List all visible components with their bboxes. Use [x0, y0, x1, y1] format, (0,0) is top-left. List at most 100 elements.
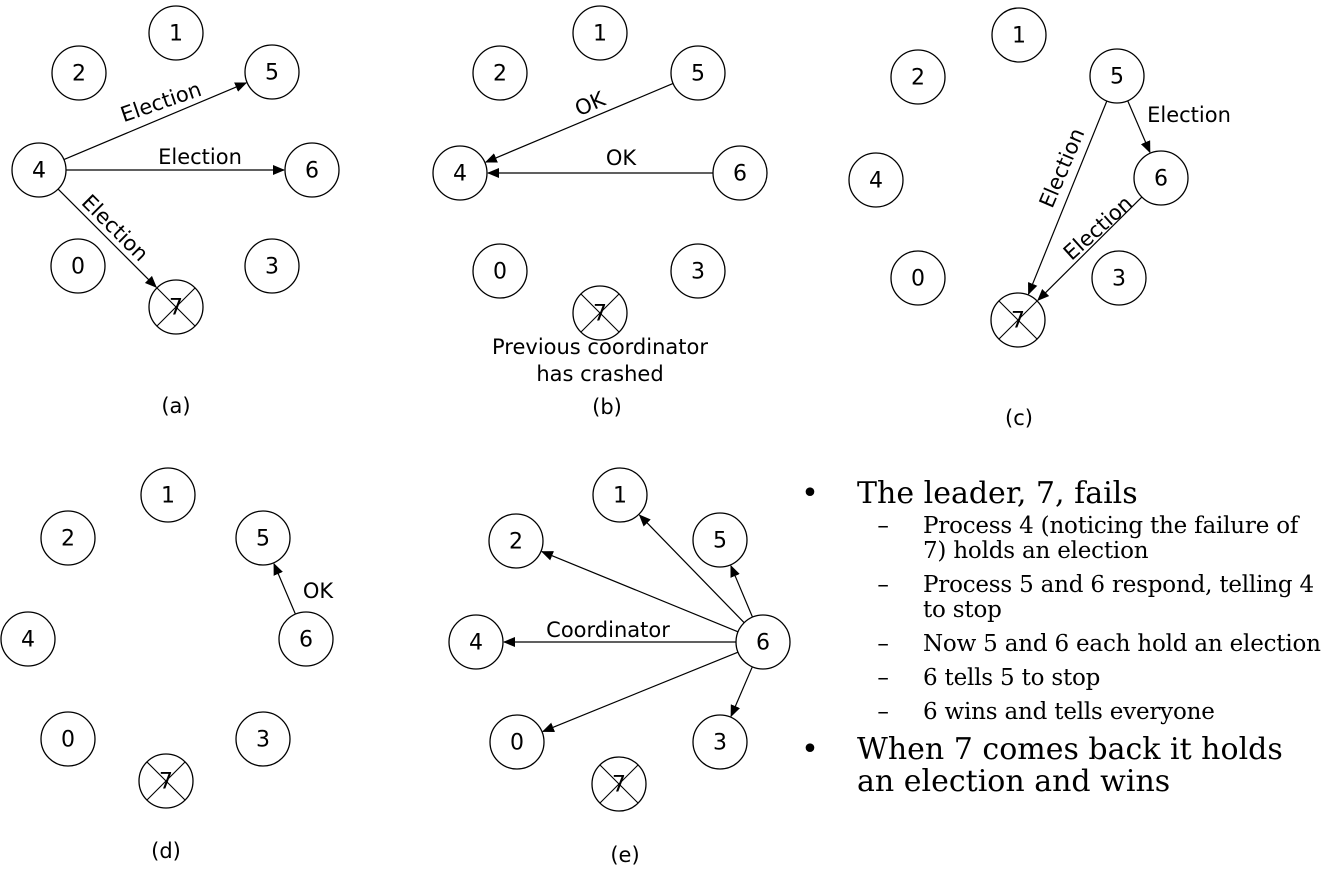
- node-label: 3: [265, 255, 279, 280]
- edge-6-to-7: [1037, 196, 1143, 301]
- node-label: 1: [613, 484, 627, 509]
- crash-note-line: Previous coordinator: [492, 335, 708, 359]
- process-node: 4: [848, 152, 904, 208]
- process-node: 3: [692, 714, 748, 770]
- node-label: 7: [159, 770, 173, 795]
- process-node: 3: [244, 238, 300, 294]
- node-circle: [11, 142, 67, 198]
- process-node: 2: [472, 45, 528, 101]
- node-circle: [1089, 48, 1145, 104]
- bullet-item: • When 7 comes back it holds an election…: [800, 734, 1328, 798]
- crashed-process-node: 7: [572, 285, 628, 341]
- node-label: 2: [72, 62, 86, 87]
- node-circle: [284, 142, 340, 198]
- cross-mark: [599, 764, 639, 804]
- explanation-list: • The leader, 7, fails –Process 4 (notic…: [800, 478, 1328, 802]
- sub-item-text: Now 5 and 6 each hold an election: [923, 631, 1321, 657]
- node-circle: [848, 152, 904, 208]
- edge-label: Election: [117, 77, 204, 127]
- node-label: 0: [71, 255, 85, 280]
- process-node: 4: [0, 611, 56, 667]
- process-node: 0: [890, 250, 946, 306]
- node-label: 5: [1110, 65, 1124, 90]
- node-circle: [140, 467, 196, 523]
- edge-6-to-0: [542, 651, 739, 733]
- sub-item-text: 6 wins and tells everyone: [923, 699, 1215, 725]
- crashed-process-node: 7: [990, 292, 1046, 348]
- process-node: 6: [712, 145, 768, 201]
- node-label: 7: [1011, 309, 1025, 334]
- crashed-process-node: 7: [591, 756, 647, 812]
- node-label: 6: [1154, 167, 1168, 192]
- process-node: 6: [1133, 150, 1189, 206]
- process-node: 2: [890, 49, 946, 105]
- bullet-mark: •: [801, 732, 819, 767]
- process-node: 1: [572, 5, 628, 61]
- node-circle: [50, 238, 106, 294]
- node-label: 0: [911, 267, 925, 292]
- node-label: 4: [32, 159, 46, 184]
- node-label: 0: [493, 260, 507, 285]
- bullet-text: When 7 comes back it holds an election a…: [857, 732, 1283, 799]
- node-circle: [40, 510, 96, 566]
- process-node: 3: [1091, 250, 1147, 306]
- node-label: 2: [911, 66, 925, 91]
- bullet-mark: •: [801, 476, 819, 511]
- node-label: 2: [61, 527, 75, 552]
- node-label: 0: [510, 731, 524, 756]
- node-circle: [670, 45, 726, 101]
- process-node: 5: [692, 512, 748, 568]
- node-circle: [592, 467, 648, 523]
- node-circle: [244, 238, 300, 294]
- process-node: 4: [448, 614, 504, 670]
- dash-mark: –: [877, 513, 889, 539]
- edge-6-to-5: [273, 562, 296, 615]
- node-label: 0: [61, 728, 75, 753]
- edge-4-to-5: [63, 82, 248, 161]
- process-node: 1: [148, 5, 204, 61]
- node-circle: [692, 512, 748, 568]
- node-label: 3: [713, 731, 727, 756]
- process-node: 0: [472, 243, 528, 299]
- process-node: 3: [670, 243, 726, 299]
- node-label: 6: [733, 162, 747, 187]
- edge-6-to-1: [638, 514, 745, 624]
- edge-label: Coordinator: [546, 618, 670, 642]
- node-label: 1: [1012, 24, 1026, 49]
- process-node: 6: [735, 614, 791, 670]
- process-node: 5: [670, 45, 726, 101]
- cross-mark: [156, 287, 196, 327]
- node-circle: [890, 250, 946, 306]
- sub-item: – Process 4 (noticing the failure of 7) h…: [800, 514, 1328, 564]
- sub-item: –Process 5 and 6 respond, telling 4 to s…: [800, 573, 1328, 623]
- edge-5-to-6: [1127, 100, 1151, 154]
- process-node: 4: [11, 142, 67, 198]
- process-node: 5: [235, 510, 291, 566]
- edge-label: Election: [158, 145, 242, 169]
- process-node: 0: [50, 238, 106, 294]
- node-circle: [472, 243, 528, 299]
- node-label: 2: [509, 530, 523, 555]
- sub-item: –6 wins and tells everyone: [800, 700, 1328, 725]
- dash-mark: –: [877, 665, 889, 691]
- node-label: 5: [256, 527, 270, 552]
- edge-label: Election: [1147, 103, 1231, 127]
- cross-mark: [998, 300, 1038, 340]
- edge-6-to-5: [730, 564, 754, 618]
- edge-label: Election: [1035, 125, 1090, 212]
- edge-label: OK: [571, 86, 610, 121]
- edge-6-to-3: [730, 666, 753, 718]
- node-label: 4: [453, 162, 467, 187]
- process-node: 3: [235, 711, 291, 767]
- process-node: 1: [140, 467, 196, 523]
- sub-item-text: Process 4 (noticing the failure of 7) ho…: [923, 513, 1299, 564]
- sub-list: – Process 4 (noticing the failure of 7) h…: [800, 514, 1328, 725]
- edge-4-to-7: [57, 188, 157, 288]
- dash-mark: –: [877, 572, 889, 598]
- node-circle: [489, 714, 545, 770]
- node-circle: [432, 145, 488, 201]
